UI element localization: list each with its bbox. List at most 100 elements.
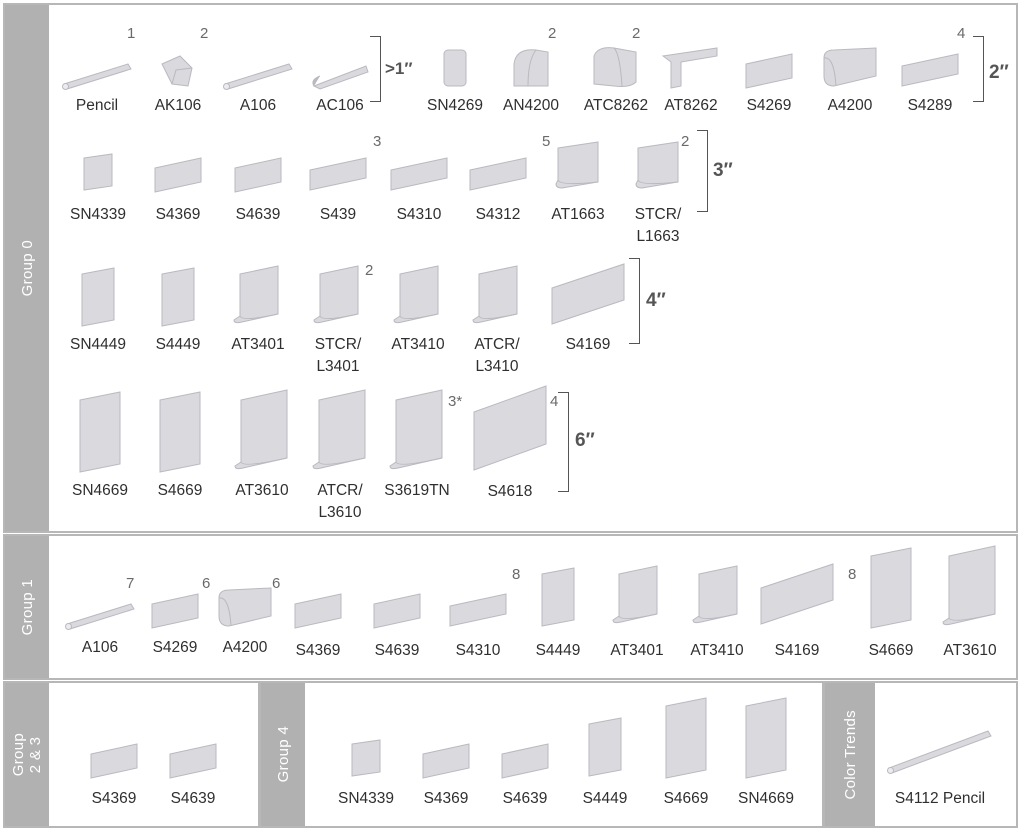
tile-quantity: 2 [365,262,374,279]
tile-image [351,739,381,777]
color-trends-tab: Color Trends [825,683,875,826]
tile-code-label: SN4669 [71,482,128,499]
tile-row2-7: STCR/ L1663 [618,140,698,245]
tile-quantity: 5 [542,133,551,150]
tile-row3-6: S4169 [543,260,633,353]
tile-image [159,391,201,473]
tile-row1-2: A106 [216,60,300,114]
tile-image [513,49,549,87]
tile-code-label: AT3410 [391,336,445,353]
tile-group1_items-6: S4449 [518,566,598,659]
tile-code-label: AT3410 [690,642,744,659]
tile-image [309,157,367,191]
tile-image [218,587,272,627]
tile-row2-2: S4639 [218,154,298,223]
tile-image [83,153,113,191]
tile-group1_items-9: S4169 [752,560,842,659]
tile-group1_items-2: A4200 [205,586,285,656]
tile-code-label: A4200 [222,639,268,656]
tile-code-label: S4449 [155,336,201,353]
tile-image [312,389,366,470]
tile-image [887,730,992,774]
tile-row3-1: S4449 [138,266,218,353]
tile-image [161,267,195,327]
tile-code-label: STCR/ L3401 [314,336,362,375]
tile-code-label: S4669 [663,790,709,807]
tile-group1_items-0: A106 [58,600,142,656]
tile-row2-3: S439 [298,154,378,223]
tile-image [373,593,421,629]
tile-image [745,697,787,779]
tile-group1_items-8: AT3410 [677,564,757,659]
tile-row1-4: SN4269 [415,46,495,114]
tile-code-label: SN4339 [337,790,394,807]
tile-row1-0: Pencil [55,60,139,114]
size-label-2in: 2″ [989,62,1009,83]
tile-image [501,743,549,779]
tile-code-label: S4669 [868,642,914,659]
bracket-1in [370,36,381,102]
tile-image [62,63,132,90]
tile-group4_items-2: S4639 [485,740,565,807]
tile-code-label: AK106 [154,97,202,114]
tile-row1-5: AN4200 [491,46,571,114]
tile-image [79,391,121,473]
group-4-label: Group 4 [274,726,292,783]
tile-quantity: 2 [632,25,641,42]
tile-row1-1: AK106 [138,54,218,114]
tile-code-label: S4269 [746,97,792,114]
tile-code-label: S4310 [455,642,501,659]
tile-group4_items-1: S4369 [406,740,486,807]
tile-quantity: 6 [272,575,281,592]
tile-image [635,141,679,189]
tile-quantity: 4 [957,25,966,42]
tile-code-label: AT3401 [231,336,285,353]
tile-row1-3: AC106 [300,60,380,114]
tile-quantity: 2 [548,25,557,42]
tile-image [65,603,135,630]
tile-code-label: AC106 [316,97,364,114]
tile-code-label: AT8262 [664,97,718,114]
tile-row1-7: AT8262 [651,46,731,114]
tile-group1_items-4: S4639 [357,590,437,659]
tile-row4-4: S3619TN [377,388,457,499]
tile-quantity: 8 [512,566,521,583]
tile-image [745,53,793,89]
tile-image [692,565,738,624]
tile-group4_items-5: SN4669 [726,696,806,807]
tile-code-label: ATCR/ L3410 [474,336,520,375]
tile-row2-6: AT1663 [538,140,618,223]
tile-row4-3: ATCR/ L3610 [300,388,380,521]
tile-group1_items-1: S4269 [135,590,215,656]
group-23-tab: Group 2 & 3 [5,683,49,826]
bracket-2in [973,36,984,102]
tile-code-label: ATCR/ L3610 [317,482,363,521]
tile-quantity: 4 [550,393,559,410]
tile-row4-5: S4618 [465,384,555,500]
tile-group23_items-1: S4639 [153,740,233,807]
tile-group1_items-5: S4310 [438,590,518,659]
size-label-4in: 4″ [646,290,666,311]
tile-image [665,697,707,779]
tile-group1_items-11: AT3610 [930,544,1010,659]
tile-code-label: AT3610 [235,482,289,499]
bracket-6in [558,392,569,492]
tile-quantity: 6 [202,575,211,592]
tile-quantity: 8 [848,566,857,583]
tile-image [612,565,658,624]
tile-code-label: ATC8262 [583,97,649,114]
tile-code-label: S4669 [157,482,203,499]
bracket-3in [697,130,708,212]
tile-image [473,385,547,471]
size-label-6in: 6″ [575,430,595,451]
tile-image [234,389,288,470]
tile-color_trends_items-0: S4112 Pencil [880,728,1000,807]
tile-image [151,593,199,629]
tile-code-label: STCR/ L1663 [634,206,682,245]
tile-image [443,49,467,87]
tile-row4-0: SN4669 [60,390,140,499]
tile-image [154,157,202,193]
tile-image [223,63,293,90]
tile-image [942,545,996,626]
tile-code-label: S4112 Pencil [894,790,986,807]
